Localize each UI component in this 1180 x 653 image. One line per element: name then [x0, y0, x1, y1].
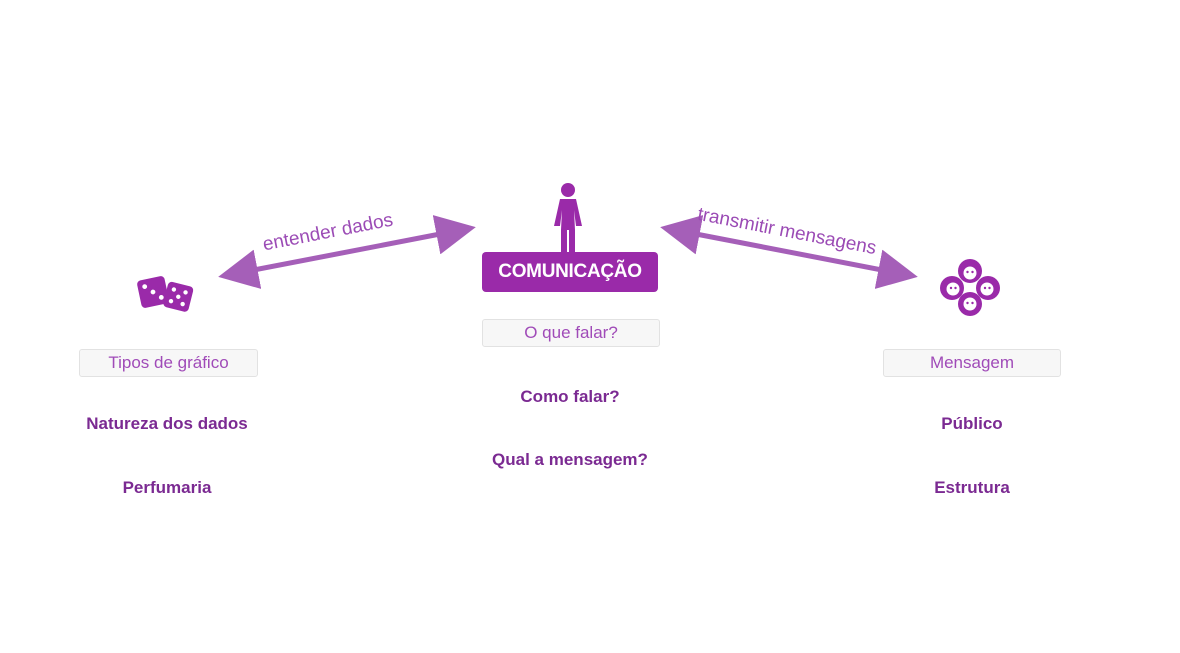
right-item-1: Público: [941, 414, 1003, 433]
right-box-label: Mensagem: [883, 349, 1061, 377]
left-box-label: Tipos de gráfico: [79, 349, 258, 377]
dice-icon: [135, 272, 197, 316]
center-title: COMUNICAÇÃO: [482, 252, 658, 292]
center-item-2: Qual a mensagem?: [492, 450, 648, 469]
right-item-2: Estrutura: [934, 478, 1010, 497]
woman-icon: [548, 182, 588, 254]
right-double-arrow: [660, 215, 918, 289]
center-box-label: O que falar?: [482, 319, 660, 347]
left-double-arrow: [218, 215, 476, 289]
left-item-1: Natureza dos dados: [86, 414, 248, 433]
left-item-2: Perfumaria: [122, 478, 212, 497]
center-item-1: Como falar?: [520, 387, 620, 406]
people-group-icon: [938, 258, 1002, 318]
